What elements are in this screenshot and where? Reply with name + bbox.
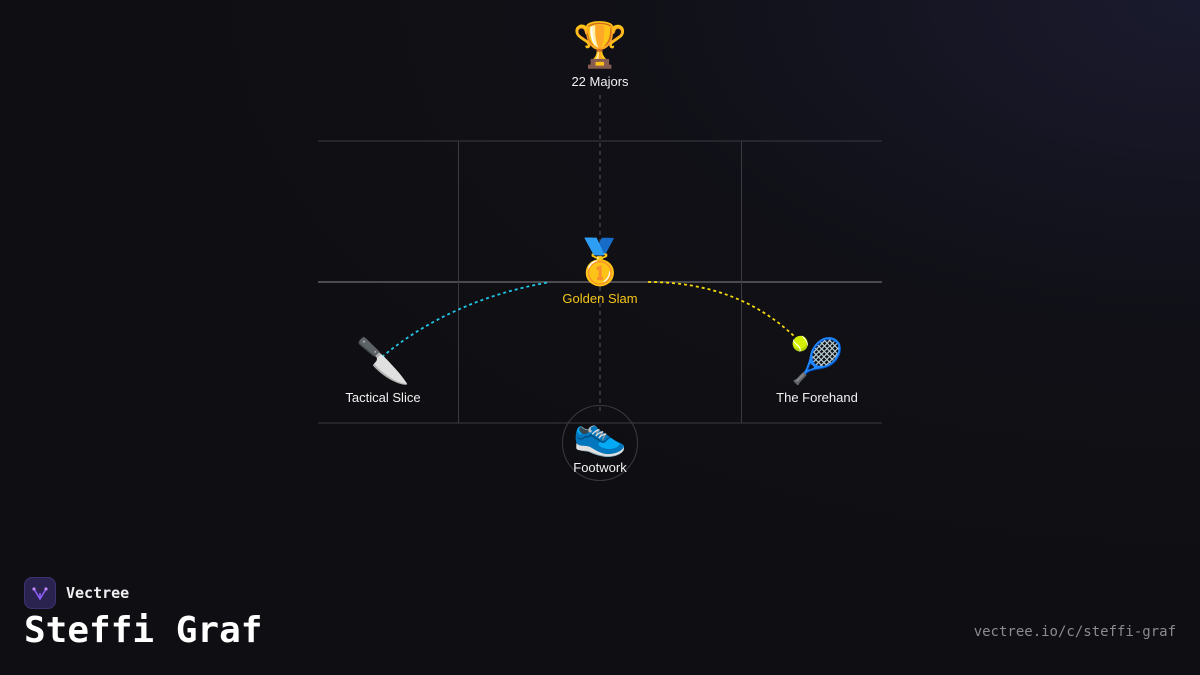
node-label: Tactical Slice	[345, 390, 421, 405]
trophy-icon: 🏆	[572, 21, 628, 70]
node-footwork[interactable]: 👟 Footwork	[520, 408, 680, 475]
brand-name: Vectree	[66, 584, 130, 602]
node-label: Footwork	[573, 460, 627, 475]
page-url[interactable]: vectree.io/c/steffi-graf	[973, 624, 1176, 640]
node-label: Golden Slam	[562, 291, 638, 306]
connector-forehand-golden-slam	[647, 281, 799, 341]
node-label: 22 Majors	[571, 74, 629, 89]
tennis-racket-icon: 🎾	[789, 337, 845, 386]
page-title: Steffi Graf	[24, 610, 263, 651]
footwork-ring	[562, 405, 638, 481]
knife-icon: 🔪	[355, 337, 411, 386]
medal-icon: 🥇	[572, 238, 628, 287]
connector-slice-golden-slam	[381, 281, 551, 358]
vectree-logo-icon	[24, 577, 56, 609]
node-tactical-slice[interactable]: 🔪 Tactical Slice	[303, 336, 463, 405]
node-forehand[interactable]: 🎾 The Forehand	[737, 336, 897, 405]
node-label: The Forehand	[776, 390, 858, 405]
running-shoe-icon: 👟	[572, 409, 628, 458]
brand[interactable]: Vectree	[24, 577, 129, 609]
node-golden-slam[interactable]: 🥇 Golden Slam	[520, 237, 680, 306]
node-majors[interactable]: 🏆 22 Majors	[520, 20, 680, 89]
